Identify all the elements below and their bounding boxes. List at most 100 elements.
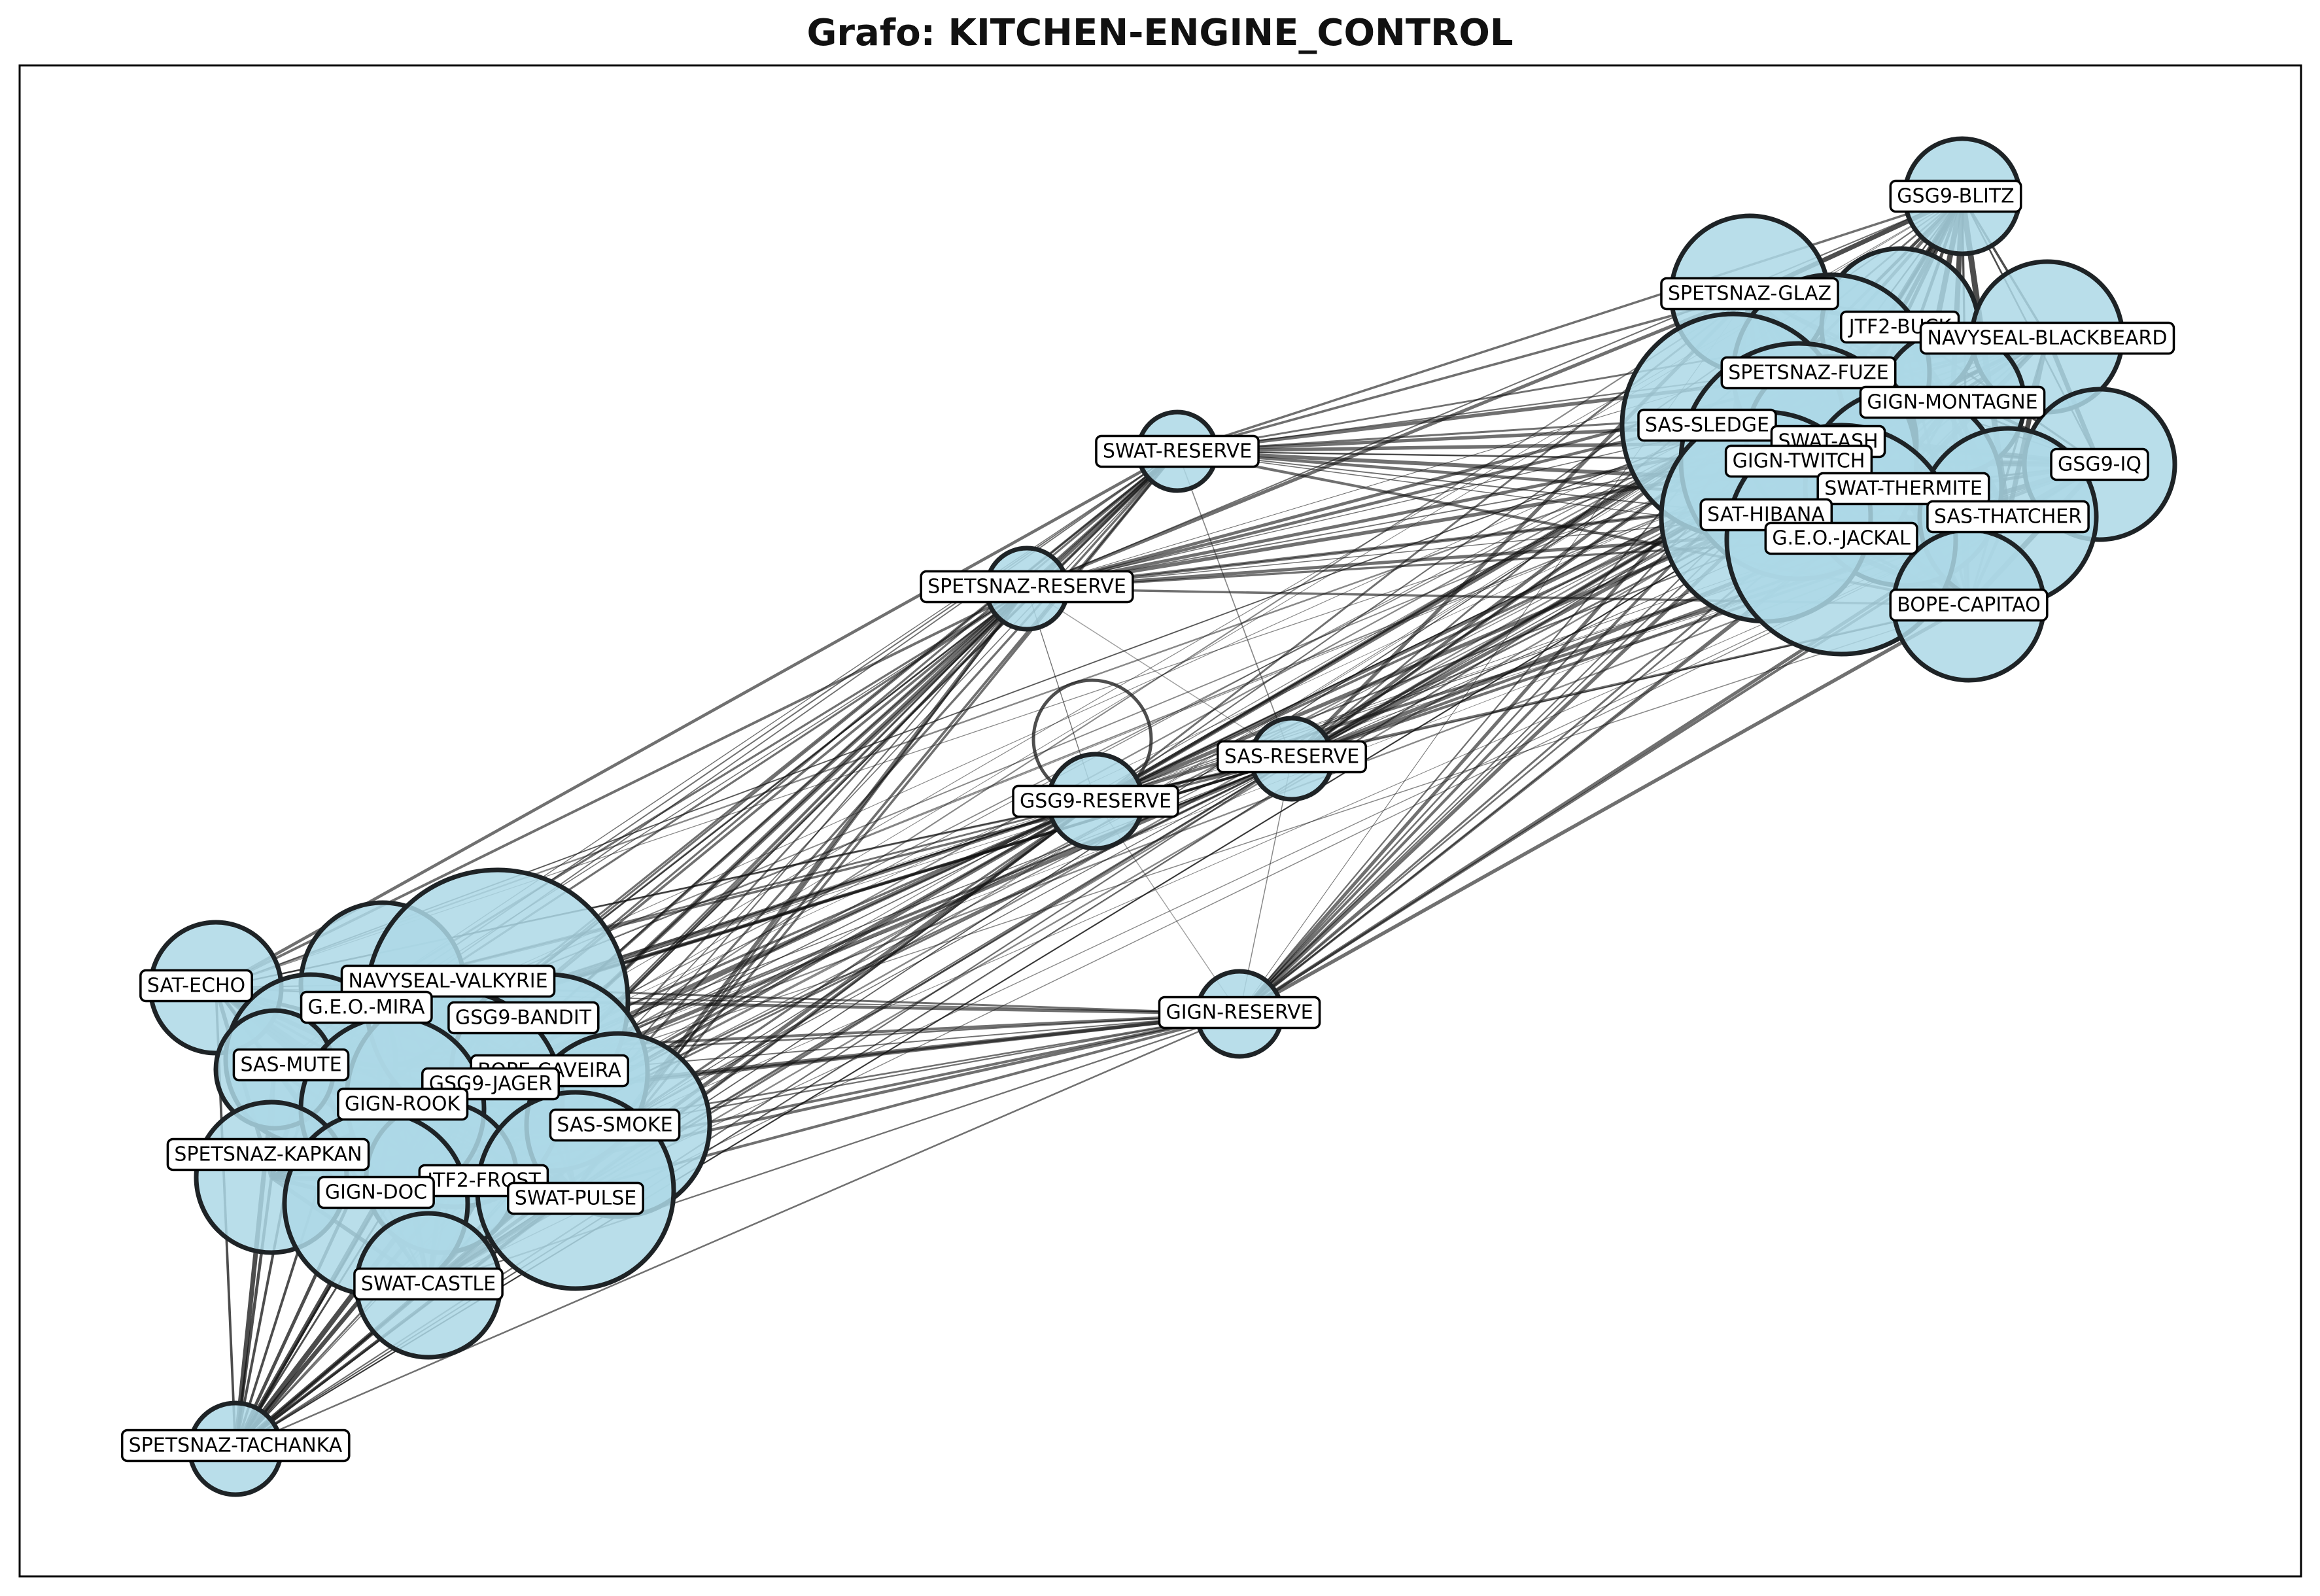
node-label-box — [549, 1108, 681, 1142]
node-label-box — [447, 1001, 600, 1035]
node-label-text: SWAT-CASTLE — [361, 1273, 496, 1296]
node-label-SAS-SMOKE: SAS-SMOKE — [549, 1108, 681, 1142]
node-label-text: SPETSNAZ-RESERVE — [927, 576, 1126, 598]
edge-SWAT-ASH-SAS-SMOKE — [617, 440, 1832, 1126]
node-label-text: GSG9-BLITZ — [1897, 185, 2014, 208]
node-label-text: SWAT-PULSE — [515, 1187, 636, 1210]
node-label-SWAT-RESERVE: SWAT-RESERVE — [1095, 434, 1260, 468]
node-label-GIGN-TWITCH: GIGN-TWITCH — [1724, 444, 1873, 478]
node-label-SAT-ECHO: SAT-ECHO — [139, 969, 253, 1003]
label-layer: GSG9-BLITZSPETSNAZ-GLAZJTF2-BUCKNAVYSEAL… — [120, 179, 2175, 1463]
node-label-text: SAT-ECHO — [147, 975, 245, 998]
node-label-SPETSNAZ-GLAZ: SPETSNAZ-GLAZ — [1660, 277, 1839, 311]
node-label-box — [340, 964, 556, 998]
node-label-SPETSNAZ-FUZE: SPETSNAZ-FUZE — [1720, 356, 1897, 390]
edge-GIGN-TWITCH-SWAT-PULSE — [575, 460, 1799, 1192]
node-label-box — [139, 969, 253, 1003]
node-label-box — [300, 990, 433, 1024]
node-label-text: SWAT-THERMITE — [1824, 477, 1982, 500]
node-label-text: GSG9-RESERVE — [1020, 790, 1171, 813]
node-label-box — [1816, 472, 1990, 506]
chart-title: Grafo: KITCHEN-ENGINE_CONTROL — [806, 12, 1514, 54]
node-label-GIGN-MONTAGNE: GIGN-MONTAGNE — [1859, 385, 2046, 419]
node-label-box — [166, 1137, 370, 1171]
edge-SPETSNAZ-RESERVE-SAT-HIBANA — [1026, 516, 1767, 589]
node-label-text: SPETSNAZ-TACHANKA — [129, 1434, 343, 1457]
node-label-box — [1889, 179, 2022, 213]
node-label-NAVYSEAL-BLACKBEARD: NAVYSEAL-BLACKBEARD — [1919, 321, 2175, 355]
node-label-text: NAVYSEAL-VALKYRIE — [348, 970, 547, 993]
node-label-text: GSG9-BANDIT — [455, 1007, 592, 1030]
node-label-SPETSNAZ-KAPKAN: SPETSNAZ-KAPKAN — [166, 1137, 370, 1171]
edge-SWAT-RESERVE-GSG9-BLITZ — [1177, 195, 1963, 453]
node-label-text: SAS-SLEDGE — [1645, 414, 1769, 437]
node-label-text: GSG9-IQ — [2058, 453, 2141, 476]
node-label-box — [1217, 740, 1367, 774]
node-label-text: NAVYSEAL-BLACKBEARD — [1928, 327, 2168, 350]
edge-SPETSNAZ-RESERVE-SPETSNAZ-GLAZ — [1026, 292, 1750, 591]
node-label-GIGN-ROOK: GIGN-ROOK — [337, 1087, 469, 1121]
edge-GIGN-RESERVE-SAT-HIBANA — [1238, 515, 1767, 1016]
node-label-text: G.E.O.-MIRA — [308, 996, 425, 1019]
node-label-box — [1158, 996, 1321, 1030]
node-label-text: SAS-THATCHER — [1934, 506, 2082, 529]
node-label-text: SAS-MUTE — [240, 1054, 341, 1077]
node-label-GSG9-BLITZ: GSG9-BLITZ — [1889, 179, 2022, 213]
node-label-text: SWAT-RESERVE — [1103, 440, 1252, 463]
node-label-text: SAS-SMOKE — [557, 1114, 672, 1137]
node-label-SAS-THATCHER: SAS-THATCHER — [1926, 500, 2090, 534]
edge-GIGN-RESERVE-SPETSNAZ-TACHANKA — [235, 1013, 1240, 1450]
node-label-box — [1859, 385, 2046, 419]
edge-GIGN-RESERVE-SAS-SMOKE — [617, 1013, 1240, 1126]
edge-SPETSNAZ-RESERVE-SAS-SLEDGE — [1026, 425, 1734, 589]
node-label-NAVYSEAL-VALKYRIE: NAVYSEAL-VALKYRIE — [340, 964, 556, 998]
node-label-box — [1720, 356, 1897, 390]
node-label-text: SPETSNAZ-FUZE — [1728, 362, 1888, 385]
edge-SWAT-RESERVE-SPETSNAZ-GLAZ — [1177, 293, 1750, 453]
edge-SPETSNAZ-RESERVE-SAS-RESERVE — [1026, 588, 1292, 759]
node-label-box — [232, 1048, 350, 1082]
node-label-box — [1926, 500, 2090, 534]
node-label-SAS-MUTE: SAS-MUTE — [232, 1048, 350, 1082]
node-label-text: GIGN-ROOK — [345, 1093, 461, 1116]
edge-SPETSNAZ-GLAZ-BOPE-CAVEIRA — [549, 294, 1750, 1073]
edge-SPETSNAZ-FUZE-BOPE-CAVEIRA — [549, 372, 1832, 1073]
node-label-G.E.O.-MIRA: G.E.O.-MIRA — [300, 990, 433, 1024]
node-label-box — [317, 1175, 435, 1209]
node-label-GSG9-IQ: GSG9-IQ — [2050, 447, 2149, 481]
node-label-SAS-SLEDGE: SAS-SLEDGE — [1637, 408, 1777, 442]
node-label-SAS-RESERVE: SAS-RESERVE — [1217, 740, 1367, 774]
node-label-GSG9-RESERVE: GSG9-RESERVE — [1012, 784, 1179, 818]
node-label-box — [1919, 321, 2175, 355]
node-label-text: BOPE-CAPITAO — [1897, 594, 2041, 617]
node-label-box — [1012, 784, 1179, 818]
node-label-text: SPETSNAZ-KAPKAN — [174, 1143, 362, 1166]
plot-frame — [18, 64, 2302, 1578]
node-label-GIGN-DOC: GIGN-DOC — [317, 1175, 435, 1209]
node-label-box — [1660, 277, 1839, 311]
node-label-text: SAS-RESERVE — [1224, 746, 1359, 769]
node-label-SWAT-PULSE: SWAT-PULSE — [507, 1181, 644, 1215]
node-label-SPETSNAZ-TACHANKA: SPETSNAZ-TACHANKA — [120, 1429, 351, 1463]
node-label-text: G.E.O.-JACKAL — [1772, 527, 1911, 550]
node-label-box — [1724, 444, 1873, 478]
node-label-box — [353, 1267, 504, 1301]
node-label-box — [920, 570, 1134, 604]
node-label-G.E.O.-JACKAL: G.E.O.-JACKAL — [1764, 521, 1918, 555]
node-label-box — [1889, 588, 2049, 622]
node-label-text: GIGN-TWITCH — [1733, 450, 1865, 473]
node-label-box — [120, 1429, 351, 1463]
node-label-text: GIGN-MONTAGNE — [1867, 391, 2037, 414]
edge-BOPE-CAPITAO-BOPE-CAVEIRA — [549, 604, 1969, 1073]
edge-SWAT-RESERVE-SAS-RESERVE — [1177, 451, 1292, 759]
node-label-box — [1764, 521, 1918, 555]
edge-GSG9-RESERVE-SAS-SLEDGE — [1095, 425, 1734, 802]
node-label-box — [337, 1087, 469, 1121]
node-label-GIGN-RESERVE: GIGN-RESERVE — [1158, 996, 1321, 1030]
node-label-BOPE-CAPITAO: BOPE-CAPITAO — [1889, 588, 2049, 622]
edge-GIGN-RESERVE-BOPE-CAPITAO — [1238, 603, 1970, 1016]
node-label-GSG9-BANDIT: GSG9-BANDIT — [447, 1001, 600, 1035]
edge-SWAT-RESERVE-SAT-ECHO — [215, 449, 1179, 990]
node-label-text: SPETSNAZ-GLAZ — [1668, 283, 1831, 305]
